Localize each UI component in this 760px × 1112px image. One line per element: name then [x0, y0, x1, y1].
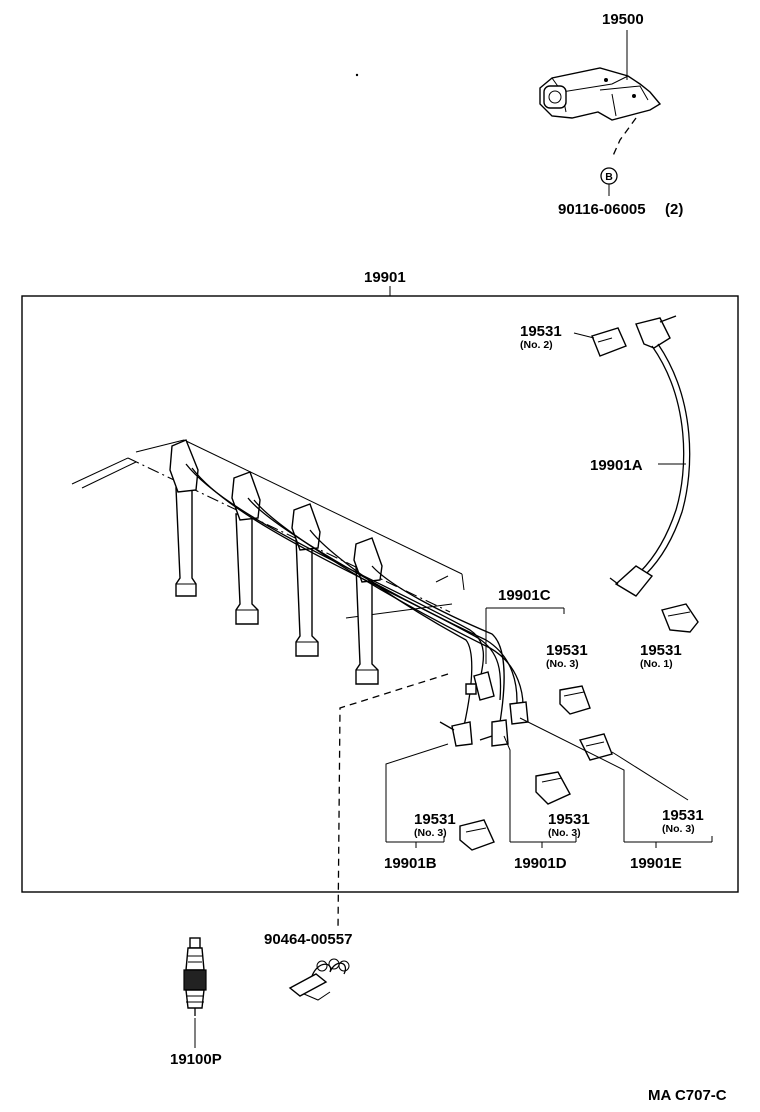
boot-c-position: (No. 3): [546, 658, 579, 670]
cord-a-part-number: 19901A: [590, 457, 643, 474]
plug-boots: [169, 439, 383, 583]
boot-c-part-number: 19531: [546, 642, 588, 659]
plug-tubes: [175, 487, 379, 685]
cord-d-part-number: 19901D: [514, 855, 567, 872]
svg-text:B: B: [605, 171, 613, 183]
bolt-quantity: (2): [665, 201, 683, 218]
ignition-coil: [539, 67, 662, 121]
boot-no2-icon: [591, 327, 627, 357]
clamp-icon: [288, 958, 350, 1001]
boot-no1-part-number: 19531: [640, 642, 682, 659]
cord-end-terminals: [439, 671, 529, 747]
boot-b-icon: [459, 819, 495, 851]
boot-no1-icon: [661, 603, 699, 633]
bolt-part-number: 90116-06005: [558, 201, 646, 218]
boot-c-icon: [559, 685, 591, 715]
boot-no2-position: (No. 2): [520, 339, 553, 351]
boot-d-icon: [535, 771, 571, 805]
coil-part-number: 19500: [602, 11, 644, 28]
spark-plug-icon: [183, 937, 207, 1016]
cord-b-part-number: 19901B: [384, 855, 437, 872]
boot-e-part-number: 19531: [662, 807, 704, 824]
boot-e-position: (No. 3): [662, 823, 695, 835]
wire-harness: [185, 463, 524, 735]
cord-19901a: [609, 315, 691, 597]
boot-e-icon: [578, 733, 613, 761]
boot-b-position: (No. 3): [414, 827, 447, 839]
boot-d-position: (No. 3): [548, 827, 581, 839]
cord-e-part-number: 19901E: [630, 855, 682, 872]
spark-plug-part-number: 19100P: [170, 1051, 222, 1068]
cord-set-box: [21, 295, 739, 893]
boot-no1-position: (No. 1): [640, 658, 673, 670]
clamp-part-number: 90464-00557: [264, 931, 352, 948]
cord-c-part-number: 19901C: [498, 587, 551, 604]
boot-b-part-number: 19531: [414, 811, 456, 828]
boot-no2-part-number: 19531: [520, 323, 562, 340]
page-code: MA C707-C: [648, 1087, 727, 1104]
cord-set-part-number: 19901: [364, 269, 406, 286]
bolt-marker-icon: B: [600, 167, 618, 185]
boot-d-part-number: 19531: [548, 811, 590, 828]
